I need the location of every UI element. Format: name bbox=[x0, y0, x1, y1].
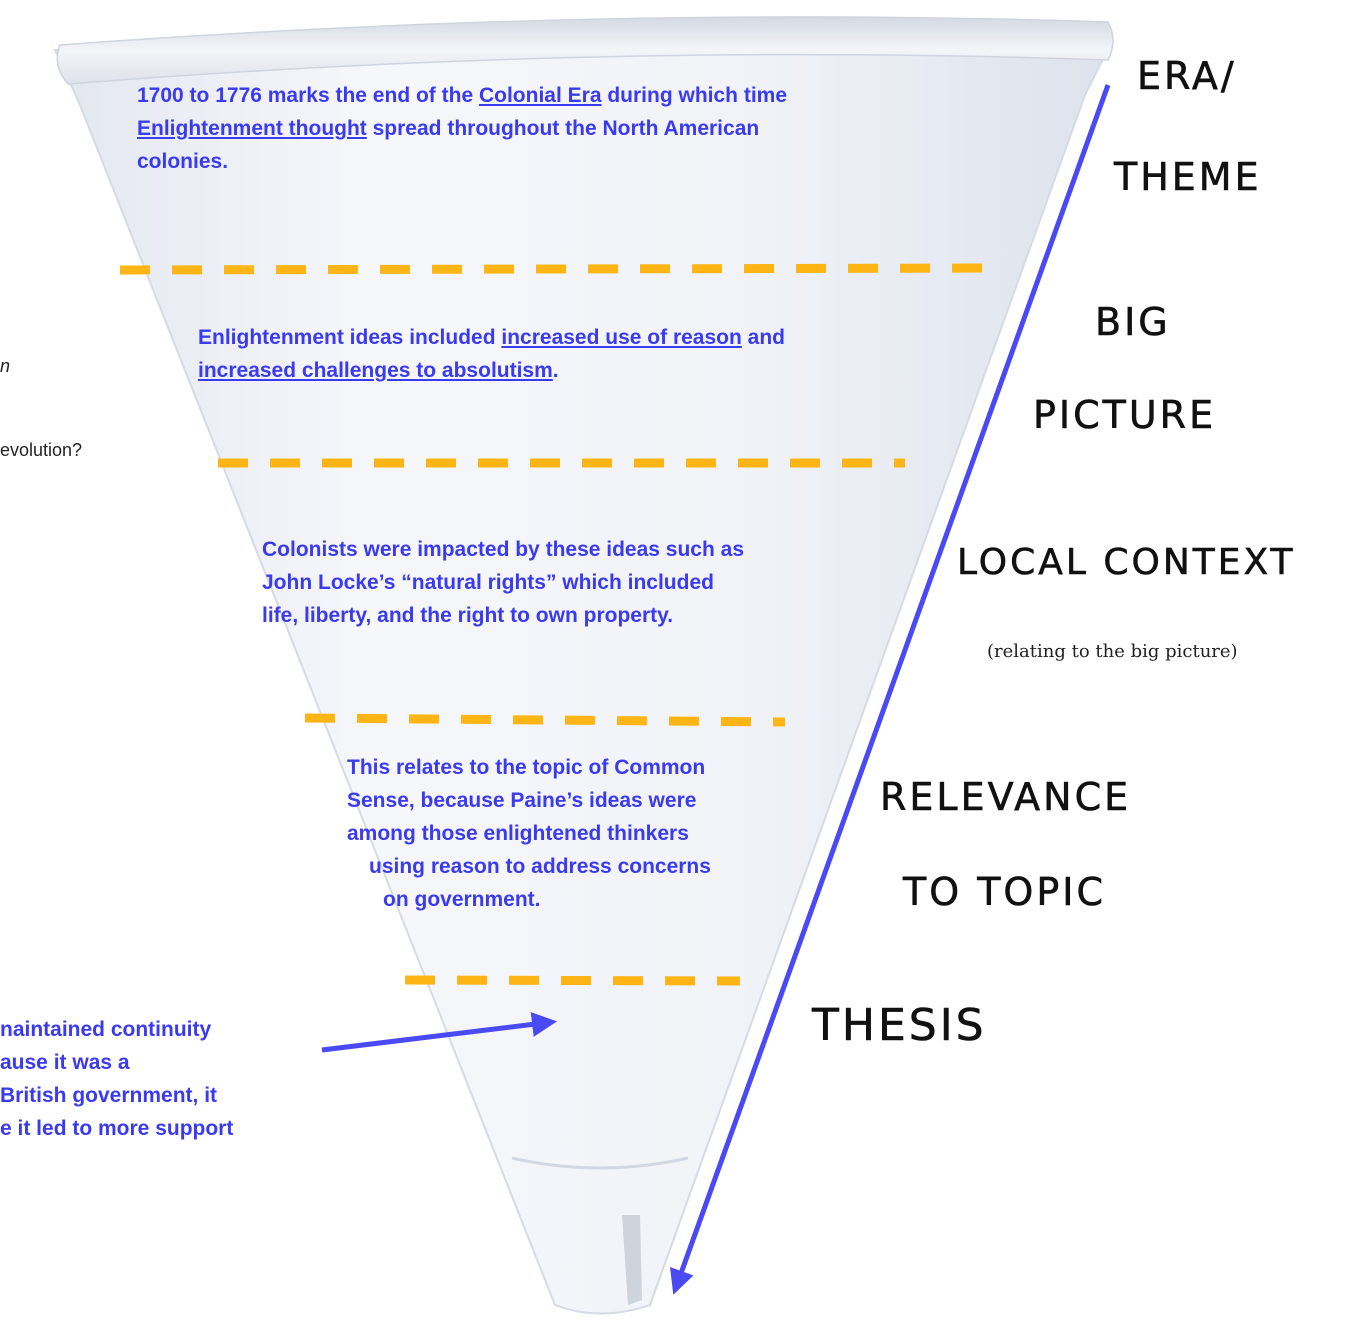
funnel-arrow bbox=[669, 84, 1111, 1295]
level-4-line: on government. bbox=[383, 888, 541, 911]
label-big: BIG bbox=[1095, 300, 1171, 345]
level-2-mid: and bbox=[741, 326, 785, 349]
label-picture: PICTURE bbox=[1033, 393, 1217, 438]
cup-rim bbox=[56, 16, 1114, 85]
level-2-post: . bbox=[552, 359, 559, 382]
thesis-line: naintained continuity bbox=[0, 1018, 212, 1041]
link-increased-use-of-reason: increased use of reason bbox=[501, 326, 742, 349]
link-colonial-era: Colonial Era bbox=[478, 84, 602, 107]
link-increased-challenges-to-absolutism: increased challenges to absolutism bbox=[198, 359, 553, 382]
label-local-context-sub: (relating to the big picture) bbox=[987, 641, 1238, 662]
divider-4 bbox=[404, 975, 741, 986]
level-3-line: life, liberty, and the right to own prop… bbox=[262, 604, 674, 627]
label-relevance: RELEVANCE bbox=[880, 775, 1132, 820]
divider-3 bbox=[304, 713, 786, 727]
level-3-line: Colonists were impacted by these ideas s… bbox=[262, 538, 745, 561]
level-4-line: among those enlightened thinkers bbox=[347, 822, 689, 845]
level-3-text: Colonists were impacted by these ideas s… bbox=[262, 533, 744, 632]
level-4-line: using reason to address concerns bbox=[369, 855, 711, 878]
level-1-post: spread throughout the North American bbox=[366, 117, 760, 140]
level-2-text: Enlightenment ideas included increased u… bbox=[198, 321, 785, 387]
level-2-pre: Enlightenment ideas included bbox=[198, 326, 502, 349]
level-1-text: 1700 to 1776 marks the end of the Coloni… bbox=[137, 79, 787, 178]
label-era: ERA/ bbox=[1137, 54, 1237, 99]
label-to-topic: TO TOPIC bbox=[903, 870, 1106, 915]
cup-tip bbox=[622, 1215, 642, 1305]
level-4-line: This relates to the topic of Common bbox=[347, 756, 706, 779]
level-1-pre: 1700 to 1776 marks the end of the bbox=[137, 84, 479, 107]
label-theme: THEME bbox=[1114, 155, 1262, 200]
thesis-line: British government, it bbox=[0, 1084, 218, 1107]
thesis-arrow bbox=[321, 1012, 557, 1053]
left-fragment-2: evolution? bbox=[0, 440, 83, 460]
level-3-line: John Locke’s “natural rights” which incl… bbox=[262, 571, 714, 594]
level-1-tail: colonies. bbox=[137, 150, 229, 173]
cup-ridge bbox=[511, 1156, 689, 1170]
thesis-text: naintained continuity ause it was a Brit… bbox=[0, 1013, 233, 1145]
link-enlightenment-thought: Enlightenment thought bbox=[137, 117, 367, 140]
thesis-line: ause it was a bbox=[0, 1051, 130, 1074]
level-4-line: Sense, because Paine’s ideas were bbox=[347, 789, 697, 812]
left-fragment-1: n bbox=[0, 356, 11, 376]
label-thesis: THESIS bbox=[812, 1000, 987, 1052]
level-4-text: This relates to the topic of Common Sens… bbox=[347, 751, 711, 916]
label-local-context: LOCAL CONTEXT bbox=[957, 542, 1296, 584]
level-1-mid: during which time bbox=[601, 84, 788, 107]
thesis-line: e it led to more support bbox=[0, 1117, 234, 1140]
divider-1 bbox=[119, 263, 996, 275]
